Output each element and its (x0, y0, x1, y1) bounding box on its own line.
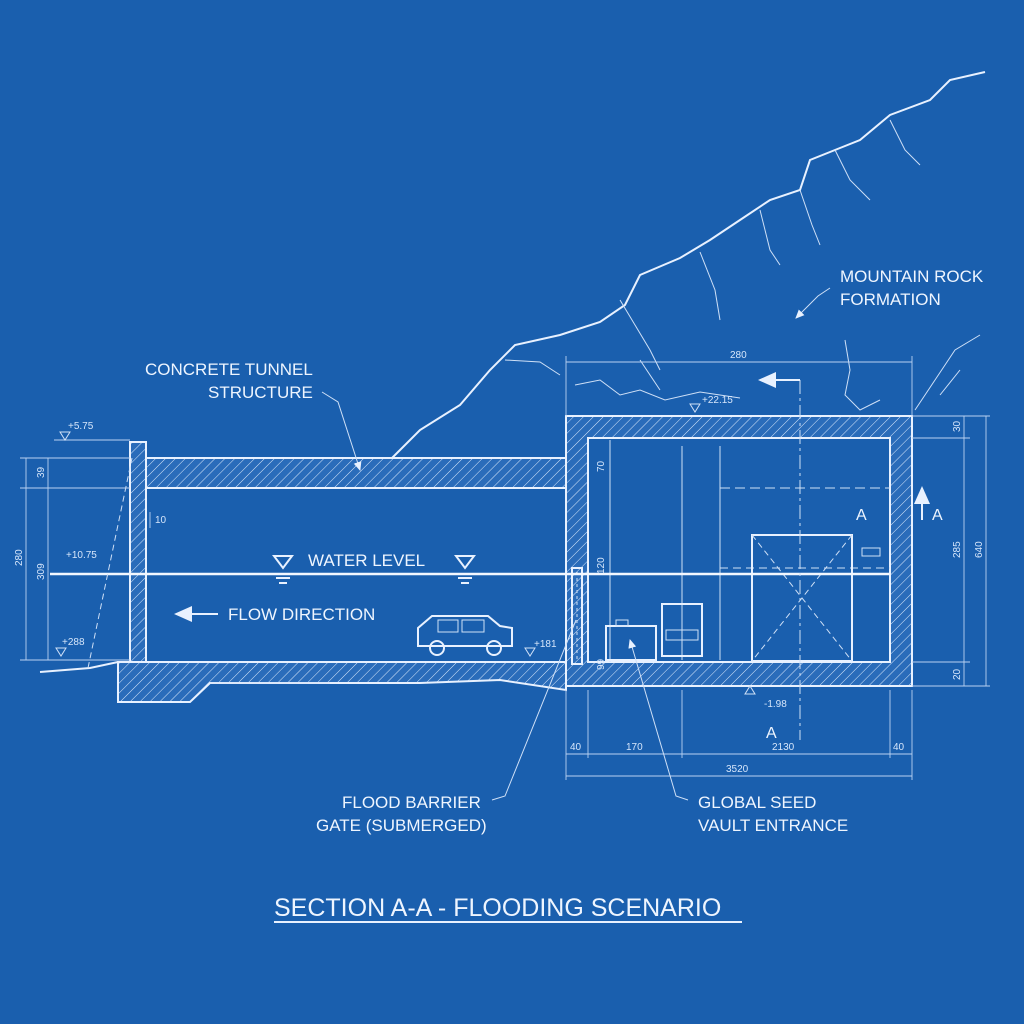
water-level-label: WATER LEVEL (308, 551, 425, 570)
tunnel-floor (117, 661, 567, 703)
vault-label-line2: VAULT ENTRANCE (698, 816, 848, 835)
tunnel-label-line2: STRUCTURE (208, 383, 313, 402)
dim-vault-inner-top: 70 (596, 460, 607, 472)
flow-direction-label: FLOW DIRECTION (228, 605, 375, 624)
bottom-dimension-chain (565, 690, 913, 780)
dim-vault-low: 99 (596, 658, 607, 670)
portal-wall (129, 441, 147, 663)
elevation-vault-top (689, 403, 701, 413)
dim-bottom-main: 2130 (772, 742, 795, 753)
dim-right-bottom: 20 (952, 668, 963, 680)
dim-left-mid: 309 (36, 563, 47, 580)
right-dimension-chain (912, 415, 990, 687)
dim-bottom-wall-right: 40 (893, 742, 905, 753)
dim-wall-thickness: 10 (155, 515, 167, 526)
mountain-rock-outline (389, 71, 986, 461)
elevation-floor-left-label: +288 (62, 637, 85, 648)
elevation-floor-mid-label: +181 (534, 639, 557, 650)
section-title: SECTION A-A - FLOODING SCENARIO (274, 894, 721, 922)
vault-label-line1: GLOBAL SEED (698, 793, 816, 812)
dim-left-total: 280 (14, 549, 25, 566)
mountain-leader (795, 287, 831, 319)
vault-entrance-door (751, 534, 881, 662)
tunnel-roof (145, 457, 581, 497)
vault-equipment (605, 603, 703, 661)
dim-right-top: 30 (952, 420, 963, 432)
elevation-floor-left (55, 647, 67, 657)
vault-internal-lines (609, 440, 890, 662)
elevation-floor-mid (524, 647, 536, 657)
elevation-vault-floor (744, 685, 756, 695)
dim-bottom-total: 3520 (726, 764, 749, 775)
gate-leader (491, 619, 577, 801)
tunnel-leader (321, 391, 362, 471)
water-level-symbol-left (272, 555, 294, 584)
section-marker-a1: A (856, 507, 867, 524)
elevation-vault-floor-label: -1.98 (764, 699, 787, 710)
left-dimension-chain (20, 439, 151, 661)
top-dimension (565, 356, 913, 416)
vehicle-icon (417, 615, 513, 656)
section-cut-line (758, 372, 930, 740)
elevation-top-left (59, 431, 71, 441)
mountain-label-line1: MOUNTAIN ROCK (840, 267, 984, 286)
gate-label-line1: FLOOD BARRIER (342, 793, 481, 812)
elevation-vault-top-label: +22.15 (702, 395, 733, 406)
section-marker-a3: A (766, 725, 777, 742)
tunnel-label-line1: CONCRETE TUNNEL (145, 360, 313, 379)
mountain-label-line2: FORMATION (840, 290, 941, 309)
dim-bottom-room: 170 (626, 742, 643, 753)
elevation-top-left-label: +5.75 (68, 421, 94, 432)
section-marker-a2: A (932, 507, 943, 524)
dim-top-span: 280 (730, 350, 747, 361)
gate-label-line2: GATE (SUBMERGED) (316, 816, 487, 835)
vault-walls (565, 415, 913, 687)
elevation-water-label: +10.75 (66, 550, 97, 561)
dim-right-total: 640 (974, 541, 985, 558)
flood-barrier-gate (571, 567, 583, 665)
dim-right-mid: 285 (952, 541, 963, 558)
water-level-symbol-right (454, 555, 476, 584)
vault-leader (628, 639, 689, 801)
dim-vault-water: 120 (596, 557, 607, 574)
dim-left-upper: 39 (36, 466, 47, 478)
dim-bottom-wall-left: 40 (570, 742, 582, 753)
